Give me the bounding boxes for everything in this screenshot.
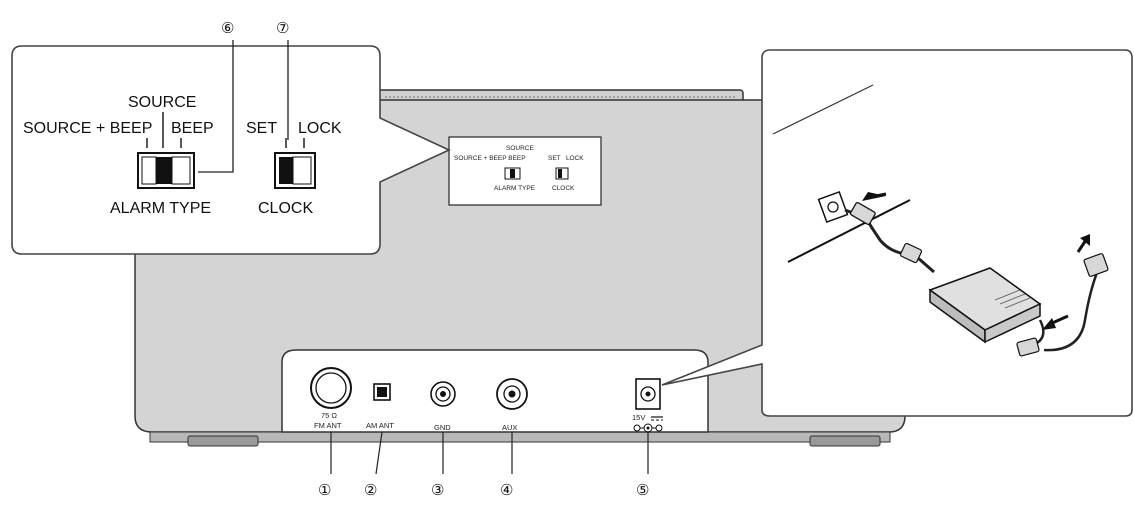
gnd-label: GND — [434, 423, 451, 432]
alarm-type-label: ALARM TYPE — [110, 200, 211, 217]
plate-set-lock-label: SET LOCK — [548, 155, 584, 162]
callout-4: ④ — [500, 482, 513, 499]
switch-zoom-callout: ⑥ ⑦ SOURCE SOURCE + BEEP BEEP ALARM TYPE… — [11, 20, 451, 255]
am-ant-terminal[interactable] — [373, 383, 391, 401]
fm-ant-jack[interactable] — [310, 367, 352, 409]
fm-ant-label: FM ANT — [314, 421, 342, 430]
connect-arrow-icon — [1042, 314, 1069, 330]
callout-6: ⑥ — [221, 20, 234, 37]
alarm-type-switch[interactable] — [137, 152, 195, 189]
callout-2: ② — [364, 482, 377, 499]
set-label: SET — [246, 120, 277, 137]
am-ant-label: AM ANT — [366, 421, 394, 430]
clock-label: CLOCK — [258, 200, 313, 217]
plate-row-label: SOURCE + BEEP BEEP — [454, 155, 526, 162]
plate-alarm-type-label: ALARM TYPE — [494, 185, 536, 192]
source-plus-beep-label: SOURCE + BEEP — [23, 120, 152, 137]
callout-1: ① — [318, 482, 331, 499]
source-label: SOURCE — [128, 94, 196, 111]
power-adapter-panel — [661, 49, 1133, 417]
ac-adapter-icon — [928, 267, 1042, 344]
callout-5: ⑤ — [636, 482, 649, 499]
fm-ohm-label: 75 Ω — [321, 411, 337, 420]
dc-voltage-label: 15V — [632, 413, 645, 422]
callout-leaders — [330, 431, 649, 475]
clock-switch[interactable] — [274, 152, 316, 189]
gnd-terminal[interactable] — [430, 381, 456, 407]
dc-in-jack[interactable] — [635, 378, 661, 410]
aux-label: AUX — [502, 423, 517, 432]
callout-7: ⑦ — [276, 20, 289, 37]
beep-label: BEEP — [171, 120, 214, 137]
aux-jack[interactable] — [496, 378, 528, 410]
dc-symbol-icon — [651, 416, 663, 421]
insert-arrow-icon — [862, 192, 887, 201]
switch-label-plate: SOURCE SOURCE + BEEP BEEP SET LOCK ALARM… — [448, 136, 602, 206]
plate-source-label: SOURCE — [506, 145, 534, 152]
plate-clock-label: CLOCK — [552, 185, 575, 192]
lock-label: LOCK — [298, 120, 342, 137]
callout-3: ③ — [431, 482, 444, 499]
connect-mains-arrow-icon — [1076, 234, 1090, 253]
wall-socket-icon — [817, 191, 849, 223]
connectors: 75 Ω FM ANT AM ANT GND AUX 15V — [310, 367, 663, 433]
